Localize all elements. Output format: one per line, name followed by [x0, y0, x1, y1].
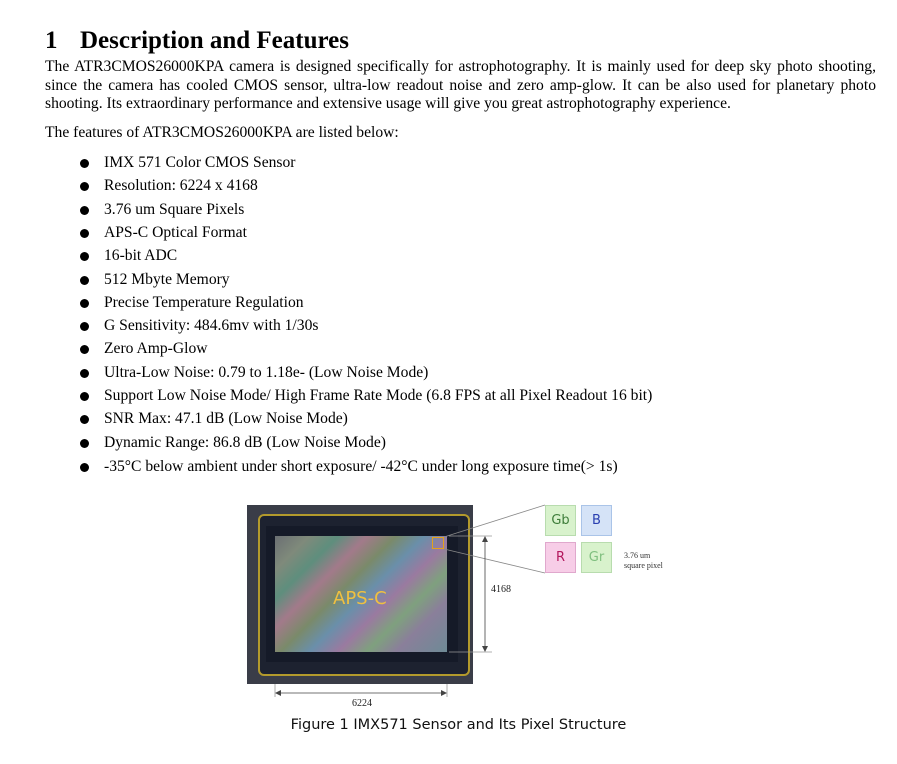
width-dimension-label: 6224	[352, 698, 372, 709]
bullet-icon	[80, 368, 89, 378]
figure-caption: Figure 1 IMX571 Sensor and Its Pixel Str…	[290, 717, 627, 733]
pixel-r: R	[545, 542, 576, 573]
bullet-icon	[80, 345, 89, 355]
section-heading: 1 Description and Features	[45, 27, 349, 55]
bullet-icon	[80, 322, 89, 332]
section-number: 1	[45, 27, 58, 54]
height-dimension-label: 4168	[491, 584, 511, 595]
pixel-marker	[432, 537, 444, 549]
features-intro: The features of ATR3CMOS26000KPA are lis…	[45, 124, 399, 141]
bullet-icon	[80, 415, 89, 425]
bullet-icon	[80, 463, 89, 472]
sensor-active-area	[275, 536, 447, 652]
pixel-gr: Gr	[581, 542, 612, 573]
bullet-icon	[80, 275, 89, 285]
sensor-format-label: APS-C	[333, 588, 387, 609]
section-title: Description and Features	[80, 27, 349, 54]
bullet-icon	[80, 159, 89, 168]
bullet-icon	[80, 228, 89, 238]
bullet-icon	[80, 438, 89, 448]
bullet-icon	[80, 252, 89, 262]
bullet-icon	[80, 392, 89, 401]
pixel-size-note: 3.76 um square pixel	[624, 551, 663, 570]
description-paragraph: The ATR3CMOS26000KPA camera is designed …	[45, 58, 876, 112]
pixel-gb: Gb	[545, 505, 576, 536]
bullet-icon	[80, 182, 89, 192]
bullet-icon	[80, 205, 89, 215]
bullet-icon	[80, 298, 89, 308]
pixel-b: B	[581, 505, 612, 536]
